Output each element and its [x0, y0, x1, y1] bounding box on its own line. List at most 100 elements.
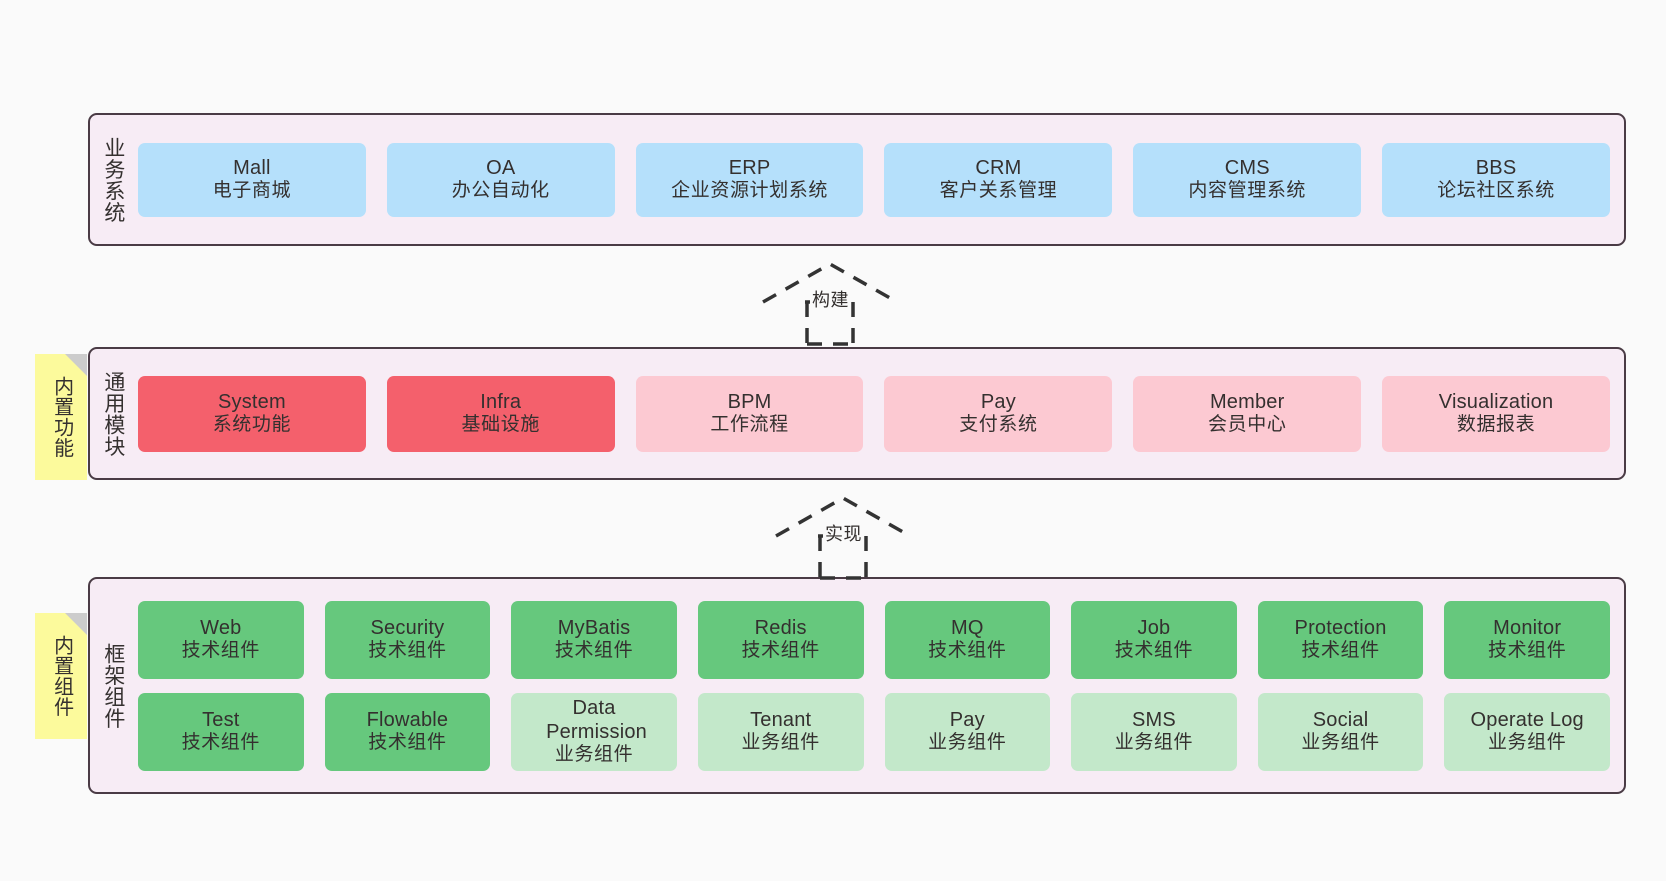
layer-label-business-system: 业务系统 — [101, 136, 125, 223]
card-pay[interactable]: Pay 支付系统 — [884, 375, 1113, 452]
card-system[interactable]: System 系统功能 — [138, 375, 366, 452]
card-pay-business[interactable]: Pay 业务组件 — [884, 692, 1051, 771]
card-title: Web — [200, 617, 242, 640]
card-title: ERP — [728, 157, 771, 180]
card-subtitle: 会员中心 — [1208, 414, 1287, 436]
card-title: Social — [1312, 709, 1369, 732]
card-subtitle: 客户关系管理 — [939, 180, 1058, 202]
layer-body-common-module: System 系统功能 Infra 基础设施 BPM 工作流程 Pay 支付系统… — [136, 349, 1624, 478]
card-subtitle: 系统功能 — [212, 414, 292, 436]
card-job[interactable]: Job 技术组件 — [1071, 600, 1237, 679]
card-title: Redis — [754, 617, 807, 640]
card-subtitle: 内容管理系统 — [1188, 180, 1307, 202]
card-subtitle: 基础设施 — [461, 414, 540, 436]
note-built-in-components: 内置组件 — [35, 613, 87, 739]
card-title: Pay — [980, 391, 1016, 414]
card-subtitle: 技术组件 — [741, 640, 820, 662]
card-subtitle: 办公自动化 — [451, 180, 550, 202]
card-title: Data Permission — [546, 697, 647, 744]
card-title: BPM — [727, 391, 772, 414]
card-subtitle: 业务组件 — [1301, 732, 1380, 754]
note-built-in-features: 内置功能 — [35, 354, 87, 480]
card-title: BBS — [1475, 157, 1517, 180]
card-title: SMS — [1131, 709, 1176, 732]
card-subtitle: 业务组件 — [1487, 732, 1567, 754]
layer-framework-component: 框架组件 Web 技术组件 Security 技术组件 MyBatis 技术组件… — [88, 577, 1626, 794]
note-label: 内置功能 — [50, 376, 73, 458]
card-infra[interactable]: Infra 基础设施 — [386, 375, 615, 452]
card-title: Job — [1137, 617, 1171, 640]
card-protection[interactable]: Protection 技术组件 — [1257, 600, 1424, 679]
layer-label-framework-component: 框架组件 — [101, 642, 125, 729]
card-row: Web 技术组件 Security 技术组件 MyBatis 技术组件 Redi… — [138, 600, 1610, 679]
card-mq[interactable]: MQ 技术组件 — [884, 600, 1051, 679]
card-subtitle: 业务组件 — [928, 732, 1007, 754]
card-title: System — [217, 391, 286, 414]
card-sms[interactable]: SMS 业务组件 — [1071, 692, 1237, 771]
card-mall[interactable]: Mall 电子商城 — [138, 142, 366, 217]
card-test[interactable]: Test 技术组件 — [138, 692, 304, 771]
card-title: Operate Log — [1470, 709, 1584, 732]
card-web[interactable]: Web 技术组件 — [138, 600, 304, 679]
card-title: Flowable — [366, 709, 449, 732]
connector-build: 构建 — [755, 258, 905, 346]
card-monitor[interactable]: Monitor 技术组件 — [1444, 600, 1610, 679]
card-subtitle: 业务组件 — [741, 732, 820, 754]
card-visualization[interactable]: Visualization 数据报表 — [1382, 375, 1610, 452]
card-title: Tenant — [750, 709, 812, 732]
card-title: Pay — [949, 709, 985, 732]
card-data-permission[interactable]: Data Permission 业务组件 — [511, 692, 677, 771]
card-tenant[interactable]: Tenant 业务组件 — [697, 692, 864, 771]
card-title: CRM — [975, 157, 1022, 180]
card-title: Monitor — [1493, 617, 1562, 640]
card-title: Protection — [1294, 617, 1387, 640]
layer-label-common-module: 通用模块 — [101, 370, 125, 457]
card-row: System 系统功能 Infra 基础设施 BPM 工作流程 Pay 支付系统… — [138, 375, 1610, 452]
connector-implement: 实现 — [768, 492, 918, 580]
connector-build-label: 构建 — [810, 286, 851, 312]
card-erp[interactable]: ERP 企业资源计划系统 — [635, 142, 864, 217]
card-bbs[interactable]: BBS 论坛社区系统 — [1382, 142, 1610, 217]
card-row: Mall 电子商城 OA 办公自动化 ERP 企业资源计划系统 CRM 客户关系… — [138, 142, 1610, 217]
card-title: Test — [202, 709, 240, 732]
card-subtitle: 技术组件 — [1301, 640, 1380, 662]
card-row: Test 技术组件 Flowable 技术组件 Data Permission … — [138, 692, 1610, 771]
card-oa[interactable]: OA 办公自动化 — [386, 142, 615, 217]
card-subtitle: 业务组件 — [1114, 732, 1194, 754]
card-title: Security — [370, 617, 445, 640]
card-bpm[interactable]: BPM 工作流程 — [635, 375, 864, 452]
card-subtitle: 企业资源计划系统 — [671, 180, 828, 202]
card-operate-log[interactable]: Operate Log 业务组件 — [1444, 692, 1610, 771]
card-subtitle: 技术组件 — [554, 640, 634, 662]
card-subtitle: 工作流程 — [710, 414, 789, 436]
card-cms[interactable]: CMS 内容管理系统 — [1133, 142, 1362, 217]
card-subtitle: 技术组件 — [1114, 640, 1194, 662]
layer-body-framework-component: Web 技术组件 Security 技术组件 MyBatis 技术组件 Redi… — [136, 579, 1624, 792]
card-subtitle: 技术组件 — [181, 732, 261, 754]
card-redis[interactable]: Redis 技术组件 — [697, 600, 864, 679]
card-flowable[interactable]: Flowable 技术组件 — [324, 692, 491, 771]
card-title: Mall — [233, 157, 271, 180]
card-title: Infra — [480, 391, 522, 414]
card-title: Visualization — [1438, 391, 1554, 414]
card-mybatis[interactable]: MyBatis 技术组件 — [511, 600, 677, 679]
note-fold-corner-icon — [65, 613, 87, 635]
card-title: MQ — [951, 617, 984, 640]
card-title: OA — [486, 157, 516, 180]
card-subtitle: 技术组件 — [181, 640, 261, 662]
card-crm[interactable]: CRM 客户关系管理 — [884, 142, 1113, 217]
card-title: CMS — [1224, 157, 1270, 180]
note-fold-corner-icon — [65, 354, 87, 376]
card-title: Member — [1209, 391, 1285, 414]
card-subtitle: 业务组件 — [554, 744, 634, 766]
connector-implement-label: 实现 — [823, 520, 864, 546]
card-member[interactable]: Member 会员中心 — [1133, 375, 1362, 452]
card-title: MyBatis — [557, 617, 631, 640]
card-subtitle: 技术组件 — [368, 640, 447, 662]
card-security[interactable]: Security 技术组件 — [324, 600, 491, 679]
card-subtitle: 论坛社区系统 — [1437, 180, 1555, 202]
card-subtitle: 技术组件 — [368, 732, 447, 754]
note-label: 内置组件 — [50, 635, 73, 717]
card-social[interactable]: Social 业务组件 — [1257, 692, 1424, 771]
